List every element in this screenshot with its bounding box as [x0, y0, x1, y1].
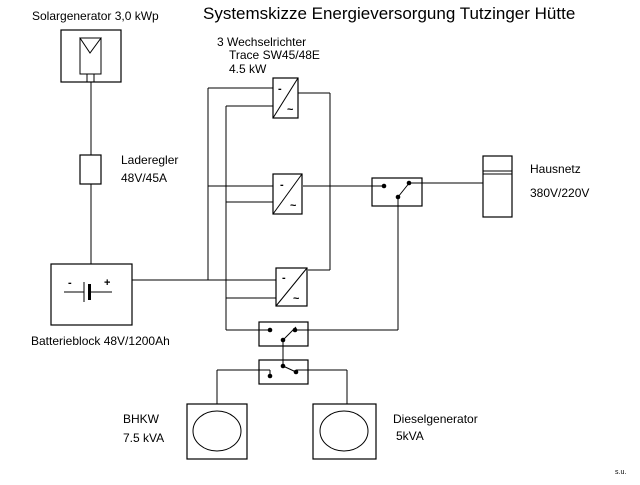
- inverters-label-line1: 3 Wechselrichter: [217, 35, 306, 49]
- diesel-label: Dieselgenerator: [393, 412, 478, 426]
- generator-switch-lower: [258, 359, 309, 385]
- diesel-generator: [312, 403, 377, 460]
- battery-label: Batterieblock 48V/1200Ah: [31, 334, 170, 348]
- chp-label: BHKW: [123, 412, 160, 426]
- author-signature: s.u.: [615, 469, 626, 476]
- inverter-2: [272, 173, 303, 215]
- inverters-label-line2: Trace SW45/48E: [229, 48, 320, 62]
- wiring: [90, 82, 483, 404]
- inverter-3-dc-symbol: -: [282, 272, 286, 284]
- generator-switch-upper: [258, 321, 309, 347]
- chp-rating: 7.5 kVA: [123, 431, 164, 445]
- diagram-title: Systemskizze Energieversorgung Tutzinger…: [203, 4, 575, 23]
- inverter-3-ac-symbol: ~: [293, 293, 300, 305]
- charge-controller: [79, 154, 102, 185]
- charger-label: Laderegler: [121, 153, 178, 167]
- solar-label: Solargenerator 3,0 kWp: [32, 9, 159, 23]
- inverter-2-ac-symbol: ~: [290, 200, 297, 212]
- house-transfer-switch: [371, 177, 423, 207]
- inverter-1-ac-symbol: ~: [287, 104, 294, 116]
- inverter-3: [275, 267, 308, 307]
- house-grid: [482, 155, 513, 218]
- diesel-rating: 5kVA: [396, 429, 424, 443]
- house-label: Hausnetz: [530, 162, 581, 176]
- solar-generator: [60, 29, 122, 83]
- battery-block: [50, 263, 133, 326]
- chp-generator: [186, 403, 248, 460]
- battery-plus-label: +: [104, 277, 110, 289]
- battery-minus-label: -: [68, 277, 72, 289]
- house-rating: 380V/220V: [530, 186, 589, 200]
- inverter-2-dc-symbol: -: [280, 179, 284, 191]
- inverters-label-line3: 4.5 kW: [229, 62, 267, 76]
- inverter-1: [272, 77, 299, 119]
- inverter-1-dc-symbol: -: [278, 83, 282, 95]
- charger-rating: 48V/45A: [121, 171, 167, 185]
